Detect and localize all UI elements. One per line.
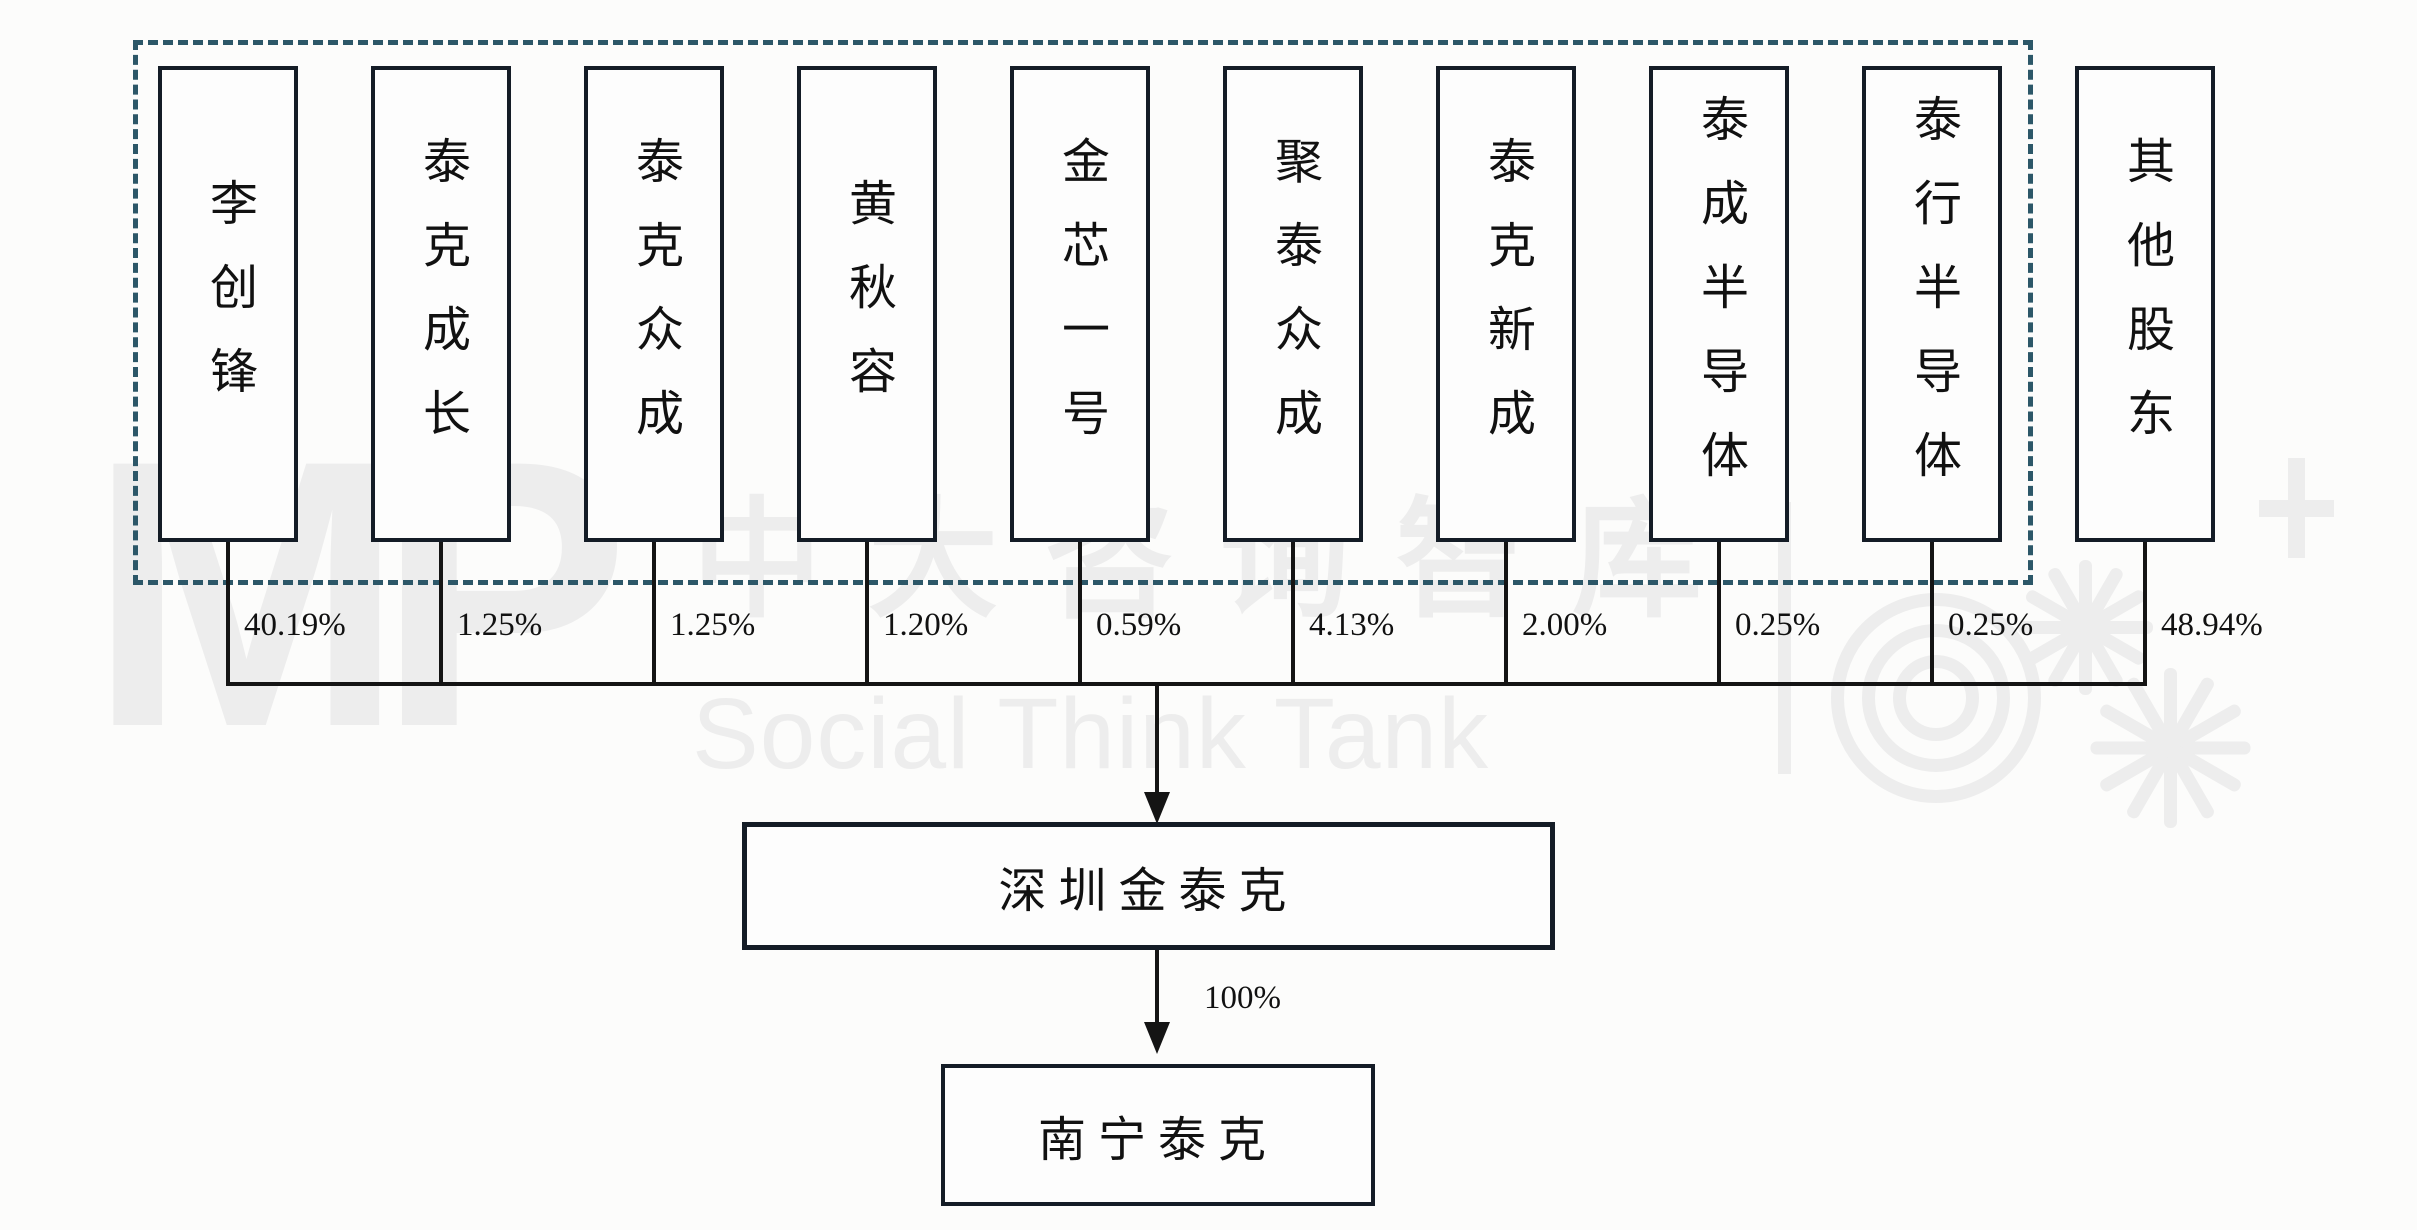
- shareholder-percentage: 0.25%: [1948, 607, 2034, 643]
- shareholder-name: 泰克新成: [1480, 136, 1533, 472]
- ownership-bus-line: [228, 682, 2145, 686]
- plus-decoration: [2259, 500, 2334, 517]
- shareholder-ownership-line: [652, 542, 656, 686]
- shareholder-box: 泰克众成: [584, 66, 724, 542]
- subsidiary-box: 南宁泰克: [941, 1064, 1375, 1206]
- shareholder-box: 泰成半导体: [1649, 66, 1789, 542]
- shareholder-percentage: 1.20%: [883, 607, 969, 643]
- shareholder-name: 泰行半导体: [1906, 94, 1959, 514]
- shareholder-ownership-line: [2143, 542, 2147, 686]
- shareholder-percentage: 48.94%: [2161, 607, 2263, 643]
- shareholder-percentage: 0.59%: [1096, 607, 1182, 643]
- parent-company-box: 深圳金泰克: [742, 822, 1555, 950]
- shareholder-box: 金芯一号: [1010, 66, 1150, 542]
- shareholder-name: 金芯一号: [1054, 136, 1107, 472]
- shareholder-percentage: 1.25%: [670, 607, 756, 643]
- snowflake-decoration: [2090, 668, 2250, 828]
- shareholder-name: 李创锋: [202, 178, 255, 430]
- shareholder-ownership-line: [1717, 542, 1721, 686]
- shareholder-ownership-line: [865, 542, 869, 686]
- shareholder-box: 黄秋容: [797, 66, 937, 542]
- shareholder-percentage: 2.00%: [1522, 607, 1608, 643]
- shareholder-percentage: 0.25%: [1735, 607, 1821, 643]
- shareholder-percentage: 4.13%: [1309, 607, 1395, 643]
- shareholder-name: 黄秋容: [841, 178, 894, 430]
- subsidiary-name: 南宁泰克: [1037, 1114, 1278, 1167]
- parent-company-name: 深圳金泰克: [998, 865, 1299, 918]
- shareholder-box: 泰行半导体: [1862, 66, 2002, 542]
- shareholder-box: 李创锋: [158, 66, 298, 542]
- subsidiary-percentage-label: 100%: [1204, 980, 1281, 1016]
- shareholder-name: 其他股东: [2119, 136, 2172, 472]
- shareholder-name: 泰克众成: [628, 136, 681, 472]
- shareholder-ownership-line: [1504, 542, 1508, 686]
- shareholder-ownership-line: [1291, 542, 1295, 686]
- shareholder-box: 其他股东: [2075, 66, 2215, 542]
- watermark-divider-bar: [1778, 502, 1791, 774]
- watermark-rings-logo: [1831, 593, 2041, 803]
- arrow-line-to-subsidiary: [1155, 950, 1159, 1024]
- arrow-head-to-subsidiary: [1144, 1022, 1170, 1054]
- shareholder-name: 聚泰众成: [1267, 136, 1320, 472]
- shareholder-ownership-line: [1930, 542, 1934, 686]
- watermark-english-text: Social Think Tank: [692, 678, 1490, 790]
- shareholder-ownership-line: [1078, 542, 1082, 686]
- shareholder-name: 泰克成长: [415, 136, 468, 472]
- shareholder-percentage: 1.25%: [457, 607, 543, 643]
- shareholder-box: 泰克成长: [371, 66, 511, 542]
- snowflake-decoration: [2018, 560, 2153, 695]
- shareholder-box: 聚泰众成: [1223, 66, 1363, 542]
- shareholder-percentage: 40.19%: [244, 607, 346, 643]
- acting-in-concert-dashed-border: [133, 40, 2033, 585]
- shareholder-ownership-line: [226, 542, 230, 686]
- shareholder-ownership-line: [439, 542, 443, 686]
- shareholder-name: 泰成半导体: [1693, 94, 1746, 514]
- shareholder-box: 泰克新成: [1436, 66, 1576, 542]
- arrow-head-to-parent: [1144, 792, 1170, 824]
- arrow-line-to-parent: [1155, 684, 1159, 794]
